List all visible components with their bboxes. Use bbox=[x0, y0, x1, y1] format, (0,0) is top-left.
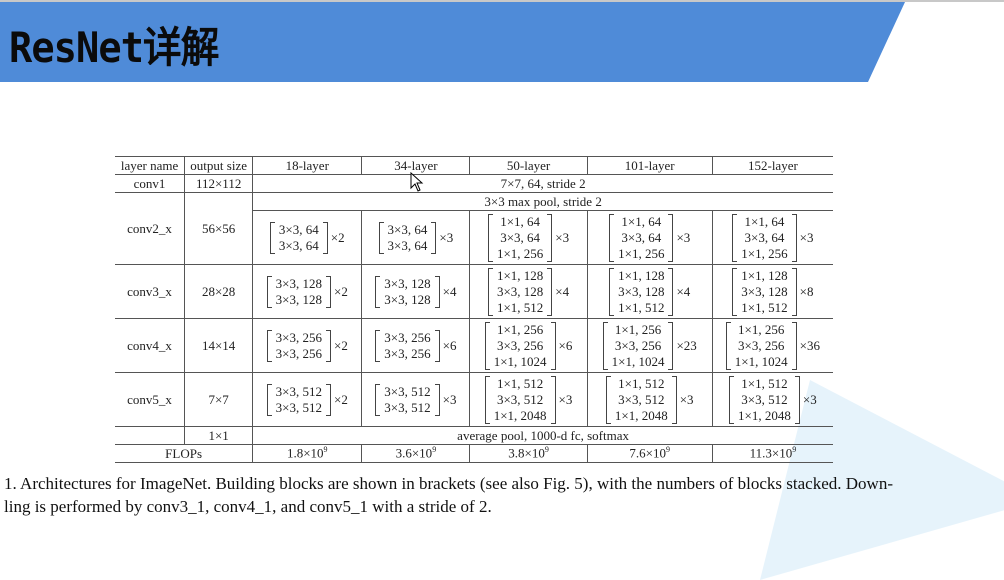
caption-line-2: ling is performed by conv3_1, conv4_1, a… bbox=[4, 497, 492, 516]
cell-layer-name: conv1 bbox=[115, 174, 186, 193]
cell-flops: 1.8×109 bbox=[252, 444, 363, 463]
header-34-layer: 34-layer bbox=[361, 156, 471, 175]
cell-layer-name: conv3_x bbox=[115, 264, 186, 319]
header-152-layer: 152-layer bbox=[711, 156, 833, 175]
cell-output-size: 1×1 bbox=[184, 426, 254, 445]
header-50-layer: 50-layer bbox=[469, 156, 588, 175]
table-caption: 1. Architectures for ImageNet. Building … bbox=[4, 472, 1004, 518]
table-row-flops: FLOPs 1.8×109 3.6×109 3.8×109 7.6×109 11… bbox=[115, 444, 833, 463]
table-row-maxpool: conv2_x 56×56 3×3 max pool, stride 2 bbox=[115, 192, 833, 265]
cell-avgpool-spec: average pool, 1000-d fc, softmax bbox=[252, 426, 833, 445]
table-row-conv1: conv1 112×112 7×7, 64, stride 2 bbox=[115, 174, 833, 193]
cell-output-size: 7×7 bbox=[184, 372, 254, 427]
cell-flops: 11.3×109 bbox=[711, 444, 833, 463]
cell-layer-name: conv2_x bbox=[115, 192, 186, 265]
table-row-avgpool: 1×1 average pool, 1000-d fc, softmax bbox=[115, 426, 833, 445]
title-banner bbox=[0, 2, 905, 82]
cell-conv1-spec: 7×7, 64, stride 2 bbox=[252, 174, 833, 193]
cell-flops: 3.8×109 bbox=[469, 444, 588, 463]
cell-output-size: 28×28 bbox=[184, 264, 254, 319]
cell-layer-name bbox=[115, 426, 186, 445]
header-layer-name: layer name bbox=[115, 156, 186, 175]
header-18-layer: 18-layer bbox=[252, 156, 363, 175]
architecture-table: layer name output size 18-layer 34-layer… bbox=[115, 156, 833, 463]
cell-flops: 7.6×109 bbox=[586, 444, 713, 463]
mouse-cursor-icon bbox=[410, 172, 424, 192]
header-output-size: output size bbox=[184, 156, 254, 175]
cell-layer-name: conv4_x bbox=[115, 318, 186, 373]
top-border bbox=[0, 0, 1004, 2]
slide-title: ResNet详解 bbox=[9, 23, 219, 72]
cell-flops: 3.6×109 bbox=[361, 444, 471, 463]
cell-output-size: 112×112 bbox=[184, 174, 254, 193]
header-101-layer: 101-layer bbox=[586, 156, 713, 175]
cell-output-size: 56×56 bbox=[184, 192, 254, 265]
table-header-row: layer name output size 18-layer 34-layer… bbox=[115, 156, 833, 175]
cell-maxpool-spec: 3×3 max pool, stride 2 bbox=[252, 192, 833, 211]
caption-line-1: 1. Architectures for ImageNet. Building … bbox=[4, 474, 893, 493]
cell-output-size: 14×14 bbox=[184, 318, 254, 373]
cell-flops-label: FLOPs bbox=[115, 444, 254, 463]
cell-layer-name: conv5_x bbox=[115, 372, 186, 427]
